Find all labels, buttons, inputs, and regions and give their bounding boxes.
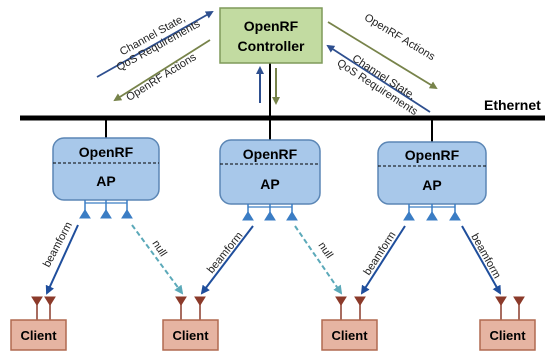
client-node: Client bbox=[479, 296, 536, 351]
client-label: Client bbox=[20, 328, 57, 343]
null-arrow bbox=[131, 224, 184, 295]
right-state-arrow bbox=[326, 44, 431, 113]
ap-node: OpenRF AP bbox=[219, 139, 321, 221]
controller-title: OpenRF bbox=[244, 18, 299, 34]
beamform-arrow bbox=[461, 225, 501, 295]
null-label: null bbox=[316, 240, 336, 261]
null-label: null bbox=[149, 238, 168, 259]
ap-antenna-array bbox=[242, 204, 298, 221]
beamform-arrow bbox=[360, 225, 406, 295]
client-node: Client bbox=[10, 296, 67, 351]
client-label: Client bbox=[489, 328, 526, 343]
client-antenna-pair bbox=[175, 296, 206, 320]
ap-node: OpenRF AP bbox=[52, 137, 160, 219]
beamform-arrow bbox=[45, 224, 79, 295]
left-state-arrow bbox=[96, 11, 214, 78]
beamform-label: beamform bbox=[468, 232, 503, 281]
ap-antenna-array bbox=[79, 200, 133, 219]
controller-box bbox=[219, 7, 323, 64]
client-label: Client bbox=[172, 328, 209, 343]
client-antenna-pair bbox=[495, 296, 525, 320]
ap-antenna-array bbox=[403, 204, 461, 221]
client-label: Client bbox=[331, 328, 368, 343]
ap-title: OpenRF bbox=[243, 146, 298, 162]
client-antenna-pair bbox=[31, 296, 56, 320]
ap-subtitle: AP bbox=[422, 177, 441, 193]
ap-subtitle: AP bbox=[260, 176, 279, 192]
ap-title: OpenRF bbox=[79, 144, 134, 160]
ap-node: OpenRF AP bbox=[377, 141, 487, 221]
right-action-arrow bbox=[327, 21, 438, 90]
right-action-label: OpenRF Actions bbox=[362, 12, 437, 64]
client-antenna-pair bbox=[335, 296, 366, 320]
beamform-label: beamform bbox=[361, 230, 398, 278]
client-node: Client bbox=[321, 296, 378, 351]
beamform-label: beamform bbox=[205, 230, 245, 276]
client-node: Client bbox=[162, 296, 219, 351]
null-arrow bbox=[294, 225, 343, 295]
beamform-arrow bbox=[200, 225, 254, 295]
ap-subtitle: AP bbox=[96, 173, 115, 189]
controller-subtitle: Controller bbox=[238, 38, 305, 54]
ethernet-label: Ethernet bbox=[484, 97, 541, 113]
ap-title: OpenRF bbox=[405, 147, 460, 163]
left-action-arrow bbox=[113, 39, 211, 102]
